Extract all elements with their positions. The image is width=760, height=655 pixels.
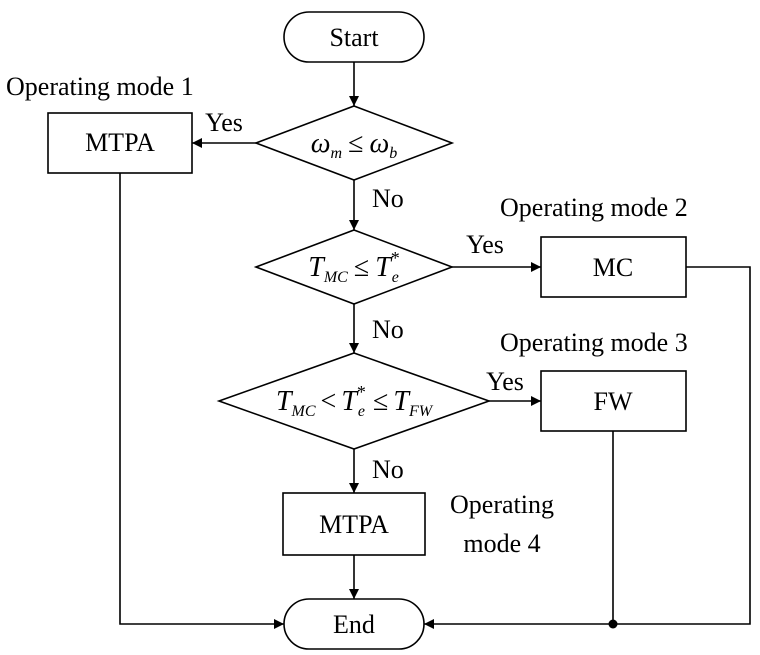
no-label-2: No <box>372 315 404 344</box>
junction-dot <box>608 619 618 629</box>
mtpa-box-mode-4-label: MTPA <box>319 510 389 539</box>
end-label: End <box>333 610 375 639</box>
mtpa-box-mode-1: MTPA <box>47 112 193 174</box>
decision-2: TMC≤T*e <box>253 229 455 305</box>
mc-box-label: MC <box>593 253 633 282</box>
arrow-mc-to-end <box>424 266 751 629</box>
decision-1: ωm≤ωb <box>253 105 455 181</box>
start-label: Start <box>329 23 379 52</box>
no-label-1: No <box>372 184 404 213</box>
mode-3-label: Operating mode 3 <box>500 328 688 357</box>
yes-label-3: Yes <box>486 367 524 396</box>
decision-1-condition: ωm≤ωb <box>311 128 398 162</box>
fw-box: FW <box>540 370 687 432</box>
mtpa-box-mode-1-label: MTPA <box>85 128 155 157</box>
mtpa-box-mode-4: MTPA <box>282 492 426 556</box>
start-terminal: Start <box>283 11 425 63</box>
arrow-mtpa-1-to-end <box>119 173 284 629</box>
decision-2-condition: TMC≤T*e <box>308 248 400 286</box>
decision-3: TMC<T*e≤TFW <box>216 352 492 450</box>
yes-label-1: Yes <box>205 108 243 137</box>
fw-box-label: FW <box>594 387 633 416</box>
decision-3-condition: TMC<T*e≤TFW <box>276 382 434 420</box>
mode-1-label: Operating mode 1 <box>6 72 194 101</box>
mode-4-label-line-1: Operating <box>450 490 554 519</box>
mode-4-label-line-2: mode 4 <box>463 529 540 558</box>
mc-box: MC <box>540 236 687 298</box>
mode-2-label: Operating mode 2 <box>500 193 688 222</box>
no-label-3: No <box>372 455 404 484</box>
yes-label-2: Yes <box>466 230 504 259</box>
end-terminal: End <box>283 598 425 650</box>
